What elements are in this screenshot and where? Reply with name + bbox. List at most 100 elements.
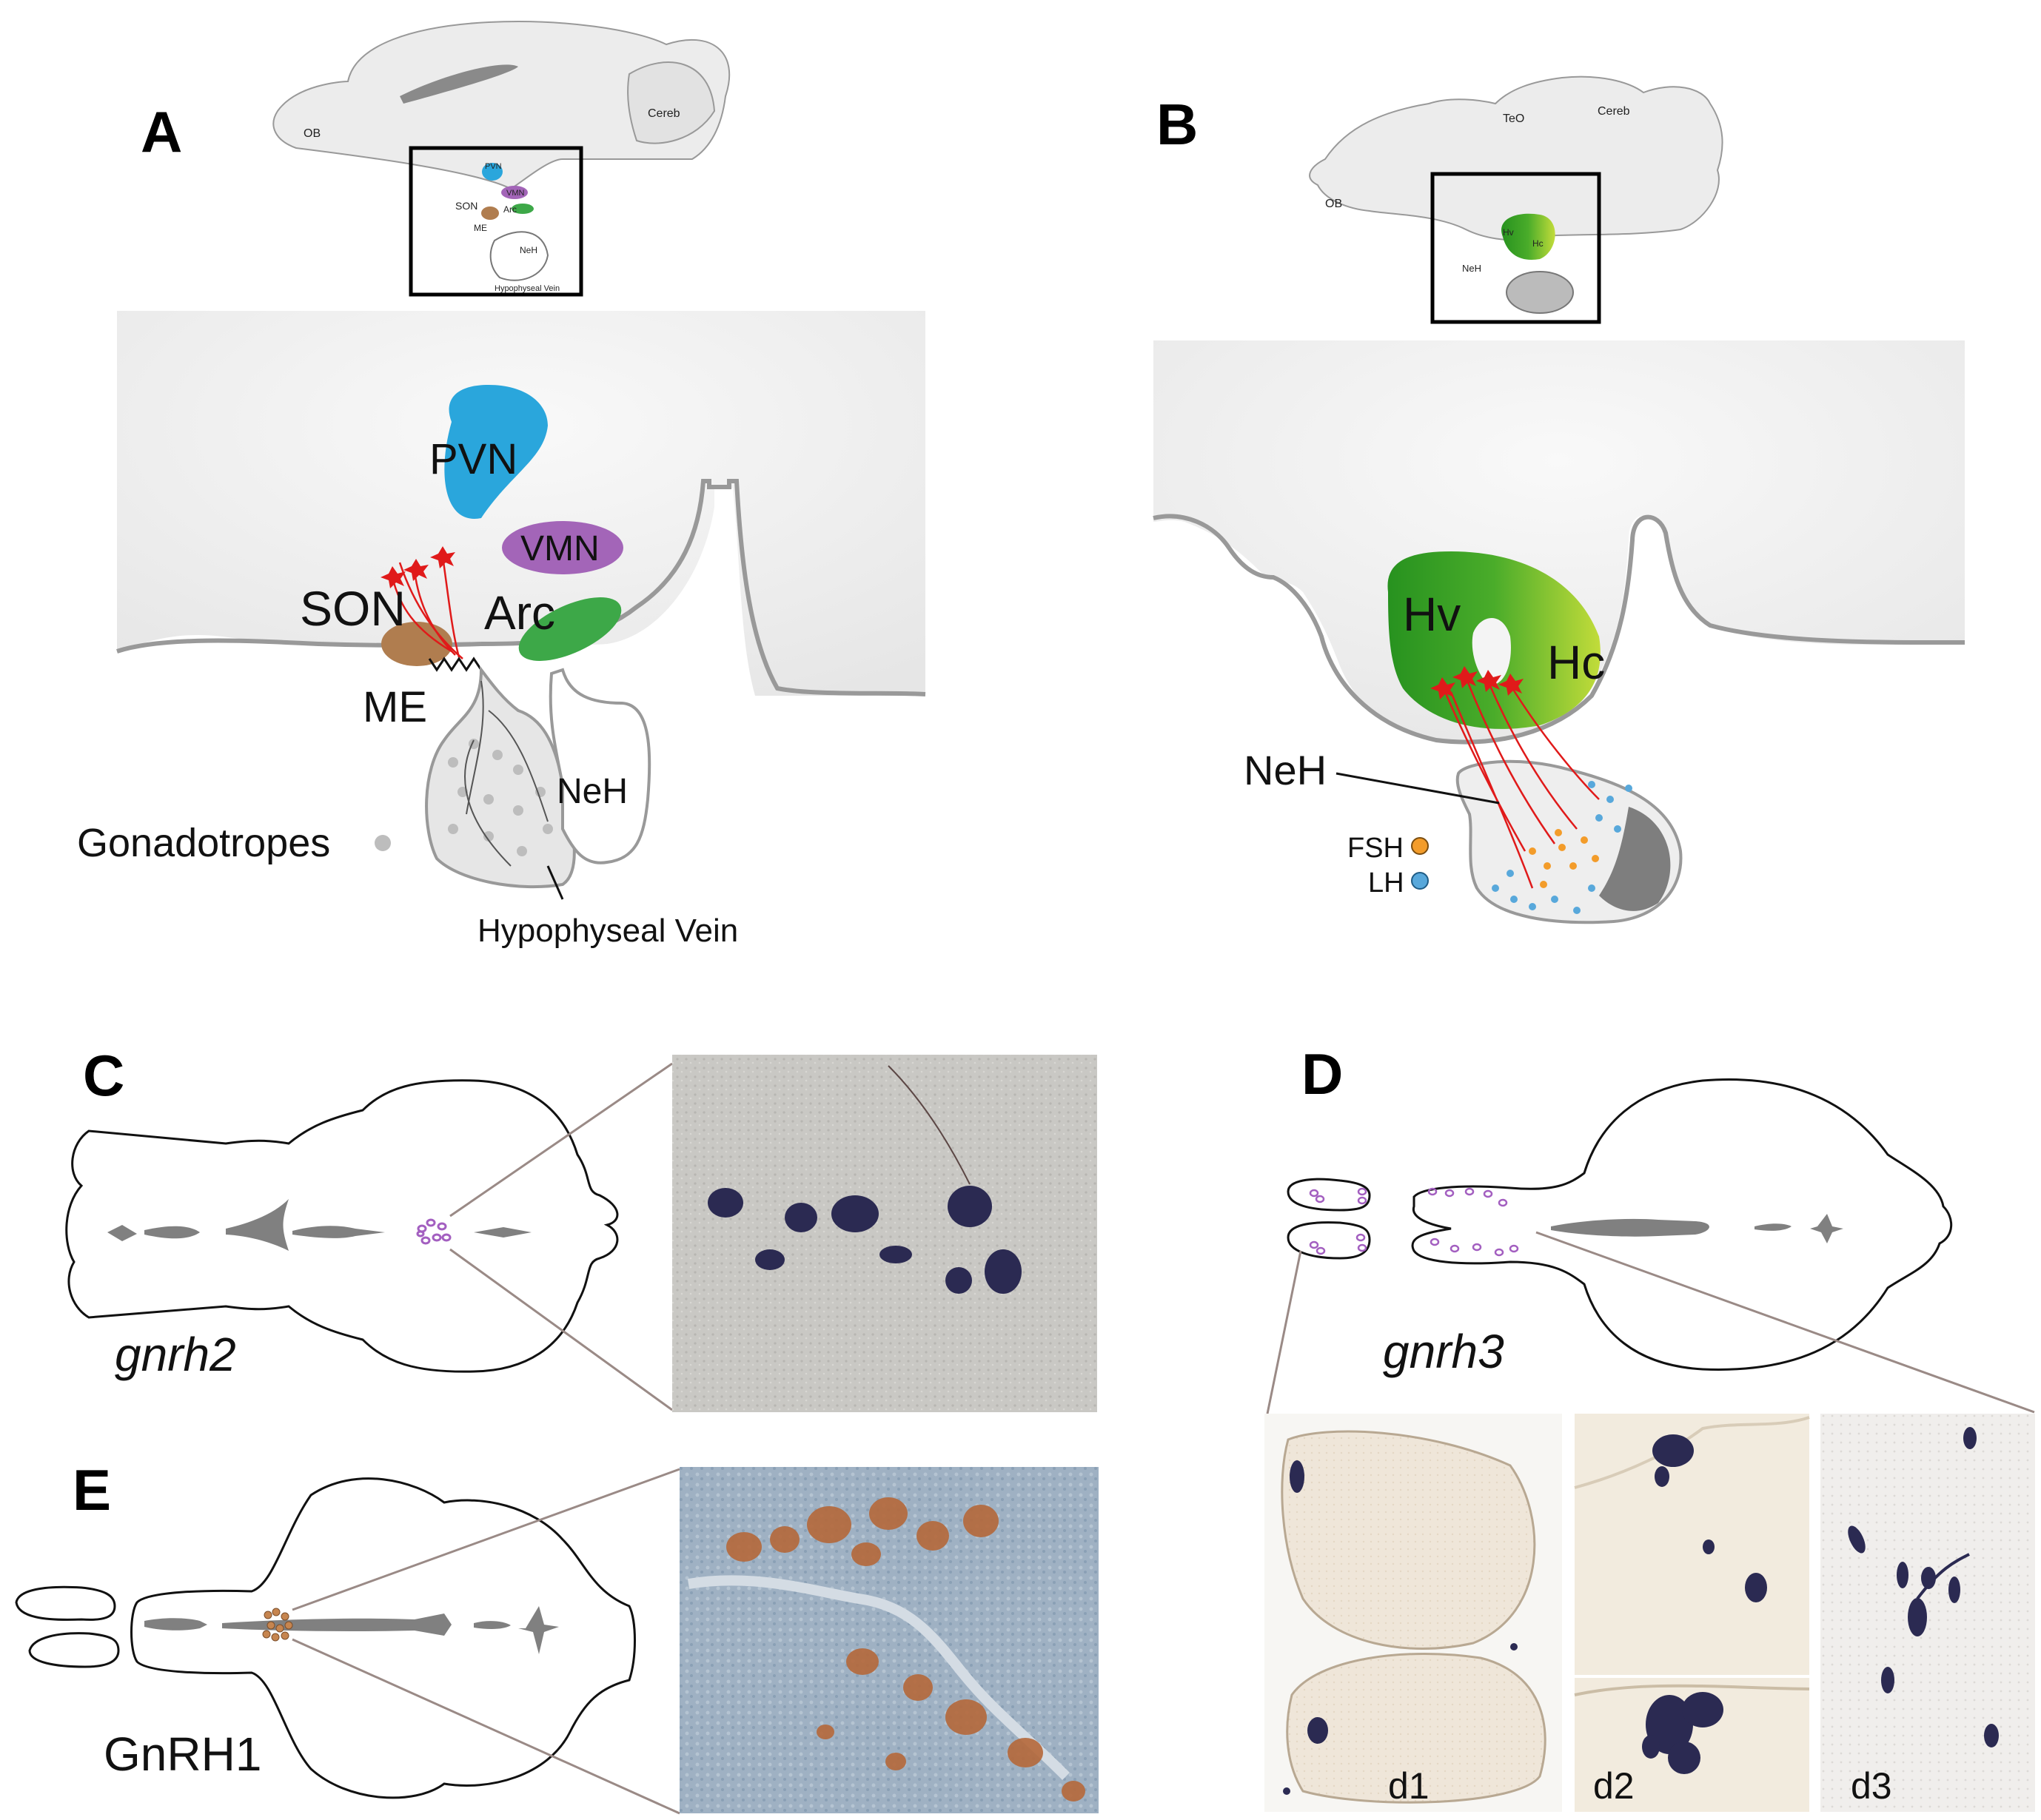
panel-c-zoom-line-bottom xyxy=(449,1248,673,1411)
panel-e-olfactory-bulb-upper xyxy=(15,1585,116,1621)
panel-c-fiber xyxy=(888,1065,971,1185)
overview-a-ob-label: OB xyxy=(304,127,321,140)
detail-a-vein-label: Hypophyseal Vein xyxy=(477,913,738,949)
panel-c: C gnrh2 xyxy=(65,1043,1097,1412)
panel-d-gene-label: gnrh3 xyxy=(1383,1325,1504,1378)
panel-c-zoom-line-top xyxy=(449,1062,673,1218)
panel-d-inset-d1: d1 xyxy=(1264,1414,1562,1812)
overview-a-neh-label: NeH xyxy=(520,245,537,255)
panel-c-gnrh2-cells xyxy=(416,1218,452,1245)
detail-b-brain-tissue xyxy=(1153,340,1965,742)
detail-b-lh-label: LH xyxy=(1368,867,1404,899)
detail-a-pvn-label: PVN xyxy=(429,435,517,483)
overview-b-hypothalamus xyxy=(1501,213,1555,260)
panel-a-letter: A xyxy=(141,99,182,164)
panel-d-ventricle-3 xyxy=(1810,1214,1843,1243)
overview-a-pituitary xyxy=(489,231,549,281)
panel-e-gene-label: GnRH1 xyxy=(104,1727,261,1781)
detail-a-vmn-label: VMN xyxy=(520,529,600,568)
detail-a-neurons xyxy=(391,556,463,659)
detail-a-pvn xyxy=(444,385,548,519)
panel-e-zoom-line-bottom xyxy=(292,1638,680,1815)
panel-a-detail: PVN VMN SON Arc ME NeH Gonadotropes Hypo… xyxy=(77,311,926,949)
overview-a-me-label: ME xyxy=(474,223,487,233)
overview-a-vmn xyxy=(501,186,528,199)
panel-c-gene-label: gnrh2 xyxy=(115,1328,236,1381)
panel-a-overview-brain: OB Cereb PVN VMN SON Arc ME NeH Hypophys… xyxy=(272,21,731,297)
panel-b: B OB TeO Cereb Hv Hc NeH xyxy=(1153,75,1965,924)
panel-d-d2-label: d2 xyxy=(1593,1765,1635,1807)
panel-d-letter: D xyxy=(1301,1041,1343,1107)
detail-a-gonadotropes-label: Gonadotropes xyxy=(77,821,330,865)
panel-c-ventricle-2 xyxy=(144,1226,200,1239)
detail-b-pars-intermedia xyxy=(1599,807,1671,911)
detail-b-neuron-somata xyxy=(1430,666,1524,699)
panel-d-ventricle-2 xyxy=(1755,1223,1792,1231)
detail-b-neurons xyxy=(1442,676,1600,889)
overview-b-hv-label: Hv xyxy=(1503,227,1514,238)
detail-a-portal-capillaries xyxy=(428,657,483,672)
panel-c-micrograph-background xyxy=(672,1055,1097,1412)
overview-b-teo-label: TeO xyxy=(1503,113,1524,125)
overview-ventricle xyxy=(400,64,518,104)
overview-a-arc xyxy=(512,204,534,214)
detail-a-neurohypophysis xyxy=(549,668,651,864)
overview-a-arc-label: Arc xyxy=(503,204,517,215)
overview-b-pituitary xyxy=(1506,271,1574,314)
overview-a-pvn-label: PVN xyxy=(485,162,502,171)
overview-b-neh-label: NeH xyxy=(1462,263,1481,274)
overview-b-ob-label: OB xyxy=(1325,198,1342,210)
detail-a-me-label: ME xyxy=(363,683,427,731)
panel-b-overview-brain: OB TeO Cereb Hv Hc NeH xyxy=(1309,75,1723,324)
panel-d-d1-bulb-upper xyxy=(1281,1430,1536,1650)
panel-d-d2-tissue-edge-lower xyxy=(1574,1684,1810,1696)
detail-a-brain-tissue xyxy=(117,311,925,696)
detail-a-son xyxy=(381,622,452,666)
panel-e-zoom-line-top xyxy=(292,1468,680,1611)
panel-d-inset-d3: d3 xyxy=(1820,1414,2035,1812)
panel-c-letter: C xyxy=(83,1043,124,1108)
overview-b-brain-outline xyxy=(1309,75,1723,241)
detail-b-fsh-label: FSH xyxy=(1347,833,1404,864)
overview-a-vmn-label: VMN xyxy=(506,189,525,198)
panel-e-gnrh1-cells xyxy=(262,1608,293,1642)
panel-a: A OB Cereb PVN VMN SON Arc ME NeH Hypoph… xyxy=(77,21,926,949)
panel-e-ventricle-4 xyxy=(518,1606,559,1654)
overview-brain-outline xyxy=(272,21,731,190)
panel-e-brain-dorsal-outline xyxy=(130,1477,636,1799)
panel-d: D gnrh3 d1 xyxy=(1264,1041,2035,1812)
panel-e-ventricle-3 xyxy=(474,1621,511,1629)
detail-a-arc xyxy=(518,597,622,661)
panel-d-zoom-line-left xyxy=(1266,1250,1302,1414)
overview-b-zoom-box xyxy=(1430,172,1601,324)
overview-a-son-label: SON xyxy=(455,200,477,212)
panel-c-micrograph xyxy=(672,1055,1097,1412)
detail-a-neh-label: NeH xyxy=(557,772,628,811)
panel-d-zoom-line-right xyxy=(1535,1231,2035,1414)
panel-c-ventricle-1 xyxy=(107,1225,137,1241)
detail-b-hv-label: Hv xyxy=(1403,588,1461,641)
panel-e-ventricle-1 xyxy=(144,1618,207,1631)
detail-a-neuron-somata xyxy=(381,546,455,588)
panel-c-stained-cells xyxy=(708,1186,1022,1294)
detail-b-third-ventricle xyxy=(1472,618,1511,685)
panel-e-micrograph xyxy=(680,1467,1099,1813)
panel-c-ventricle-4 xyxy=(292,1226,385,1238)
panel-e-olfactory-bulb-lower xyxy=(28,1632,120,1668)
overview-a-cereb-label: Cereb xyxy=(648,107,680,120)
overview-a-pvn xyxy=(482,163,503,181)
detail-b-neh-label: NeH xyxy=(1244,747,1327,793)
detail-b-neh-pointer xyxy=(1335,772,1500,805)
overview-cerebellum xyxy=(627,61,716,144)
detail-b-lh-cells xyxy=(1492,781,1632,914)
panel-d-olfactory-bulb-lower xyxy=(1287,1221,1371,1260)
panel-b-letter: B xyxy=(1156,92,1198,157)
panel-d-d3-stain xyxy=(1848,1427,1999,1747)
detail-a-arc-label: Arc xyxy=(484,586,555,639)
detail-b-lh-key xyxy=(1411,872,1429,890)
detail-a-son-label: SON xyxy=(300,581,406,636)
overview-b-cereb-label: Cereb xyxy=(1598,105,1630,118)
overview-a-son xyxy=(481,206,499,220)
panel-d-d2-tissue-edge xyxy=(1574,1416,1810,1489)
